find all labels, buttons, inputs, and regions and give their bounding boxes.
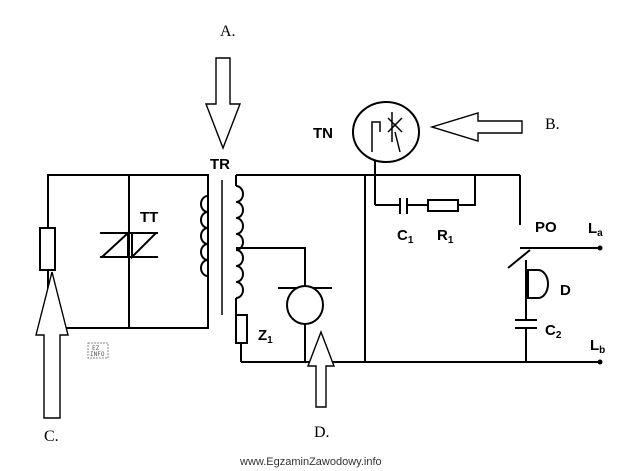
flash-lamp xyxy=(286,285,324,325)
label-r1: R1 xyxy=(437,227,454,246)
glow-starter-tn xyxy=(352,101,420,163)
arrow-a-icon xyxy=(204,57,242,150)
transformer-tr: TR xyxy=(200,156,244,315)
callout-d: D. xyxy=(314,424,330,441)
callout-c: C. xyxy=(44,428,59,445)
label-tr: TR xyxy=(210,156,230,173)
left-circuit: TT xyxy=(39,174,209,329)
small-logo: EZ INFO xyxy=(87,342,109,359)
label-tt: TT xyxy=(140,209,158,226)
callout-a: A. xyxy=(220,23,236,40)
arrow-b-icon xyxy=(429,112,523,142)
label-la: La xyxy=(588,220,603,239)
callout-arrows: A. B. C. D. xyxy=(35,23,560,445)
triac-symbol-top xyxy=(99,230,129,258)
svg-text:INFO: INFO xyxy=(90,351,105,358)
label-po: PO xyxy=(535,219,557,236)
label-c1: C1 xyxy=(397,227,414,246)
watermark: www.EgzaminZawodowy.info xyxy=(239,456,382,468)
secondary-circuit: Z1 TN C1 R1 xyxy=(235,101,605,365)
label-d-diode: D xyxy=(560,282,571,299)
label-lb: Lb xyxy=(590,337,605,356)
arrow-d-icon xyxy=(306,330,336,408)
left-element xyxy=(39,227,56,271)
label-c2: C2 xyxy=(545,322,562,341)
resistor-z1 xyxy=(235,314,248,344)
triac-symbol-bottom xyxy=(131,232,159,260)
arrow-c-icon xyxy=(35,271,69,419)
label-z1: Z1 xyxy=(258,327,273,346)
label-tn: TN xyxy=(313,125,333,142)
callout-b: B. xyxy=(545,116,560,133)
resistor-r1 xyxy=(427,199,459,212)
svg-text:EZ: EZ xyxy=(92,345,100,352)
